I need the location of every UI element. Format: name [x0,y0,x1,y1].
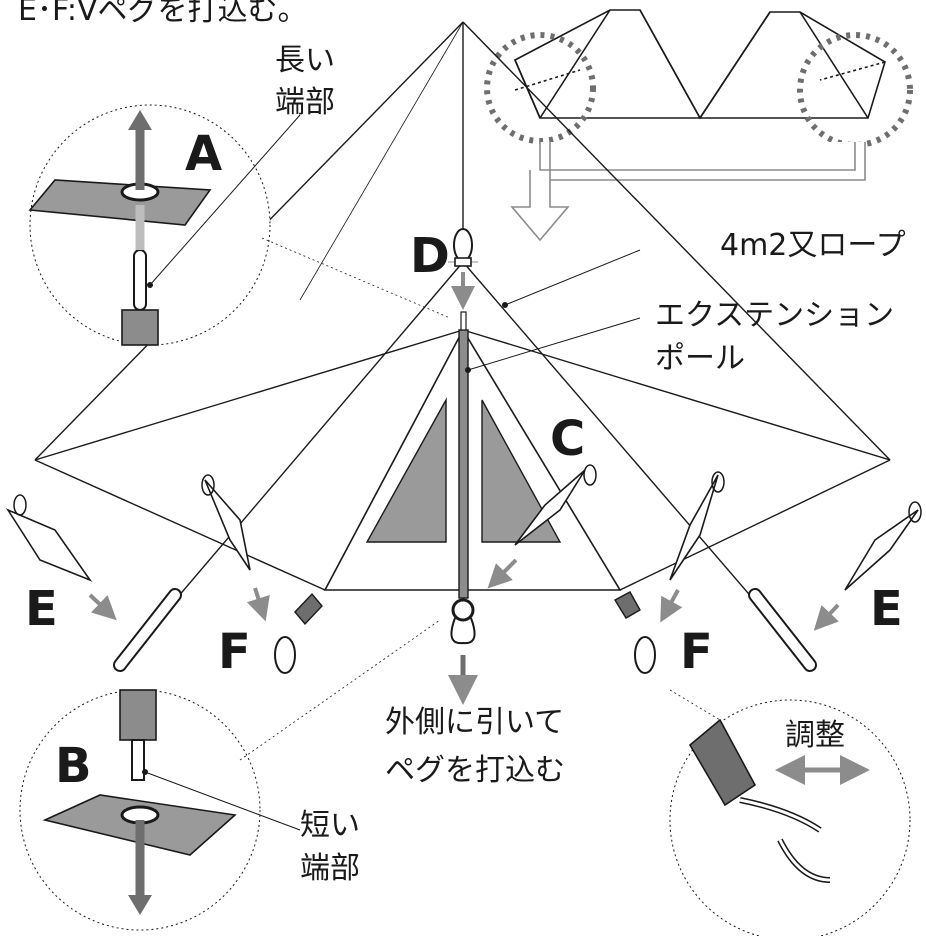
label-f-left: F [218,624,251,680]
detail-circle-a [28,104,271,346]
pole-tip [460,311,467,331]
tent-overview-mini [513,9,886,120]
overview-pointer-arrow [510,142,866,242]
arrow-f-left [246,587,270,622]
label-e-right: E [870,581,903,637]
callout-pole-line2: ポール [655,341,745,376]
label-f-right: F [680,624,713,680]
detail-circle-b [19,689,261,931]
peg-e-right [844,501,922,591]
door-panel-right [481,399,562,543]
callout-pull-line2: ペグを打込む [385,753,565,788]
callout-pole-line1: エクステンション [655,298,894,333]
overview-highlight-right [797,32,913,148]
callout-adjust: 調整 [785,718,845,753]
overview-highlight-left [484,32,596,144]
apex-loop [453,228,473,262]
door-panel-left [365,397,447,543]
peg-f-left [201,474,251,571]
arrow-f-right [660,589,683,623]
peg-e-left [5,494,93,582]
label-a: A [185,126,222,182]
adjuster-f-right [614,591,656,674]
callout-long-end-line2: 端部 [275,85,335,120]
label-b: B [55,738,92,794]
rope-loop-left [115,590,180,670]
callout-pull-line1: 外側に引いて [385,705,564,740]
adjuster-f-left [274,592,323,674]
arrow-e-left [88,593,117,621]
callout-long-end-line1: 長い [275,43,335,78]
label-c: C [550,411,585,467]
callout-rope: 4m2又ロープ [720,228,906,263]
detail-circle-adjust [669,699,911,936]
rope-loop-right [750,590,815,670]
header-instruction: E･F:Vペグを打込む。 [18,0,308,28]
arrow-e-right [813,603,840,631]
peg-c [514,464,597,546]
arrow-c [487,558,518,589]
label-e-left: E [25,581,58,637]
peg-f-right [669,471,725,581]
callout-short-end-line2: 端部 [300,851,360,886]
label-d: D [410,228,450,284]
callout-short-end-line1: 短い [300,808,360,843]
bottom-ring [451,598,475,622]
